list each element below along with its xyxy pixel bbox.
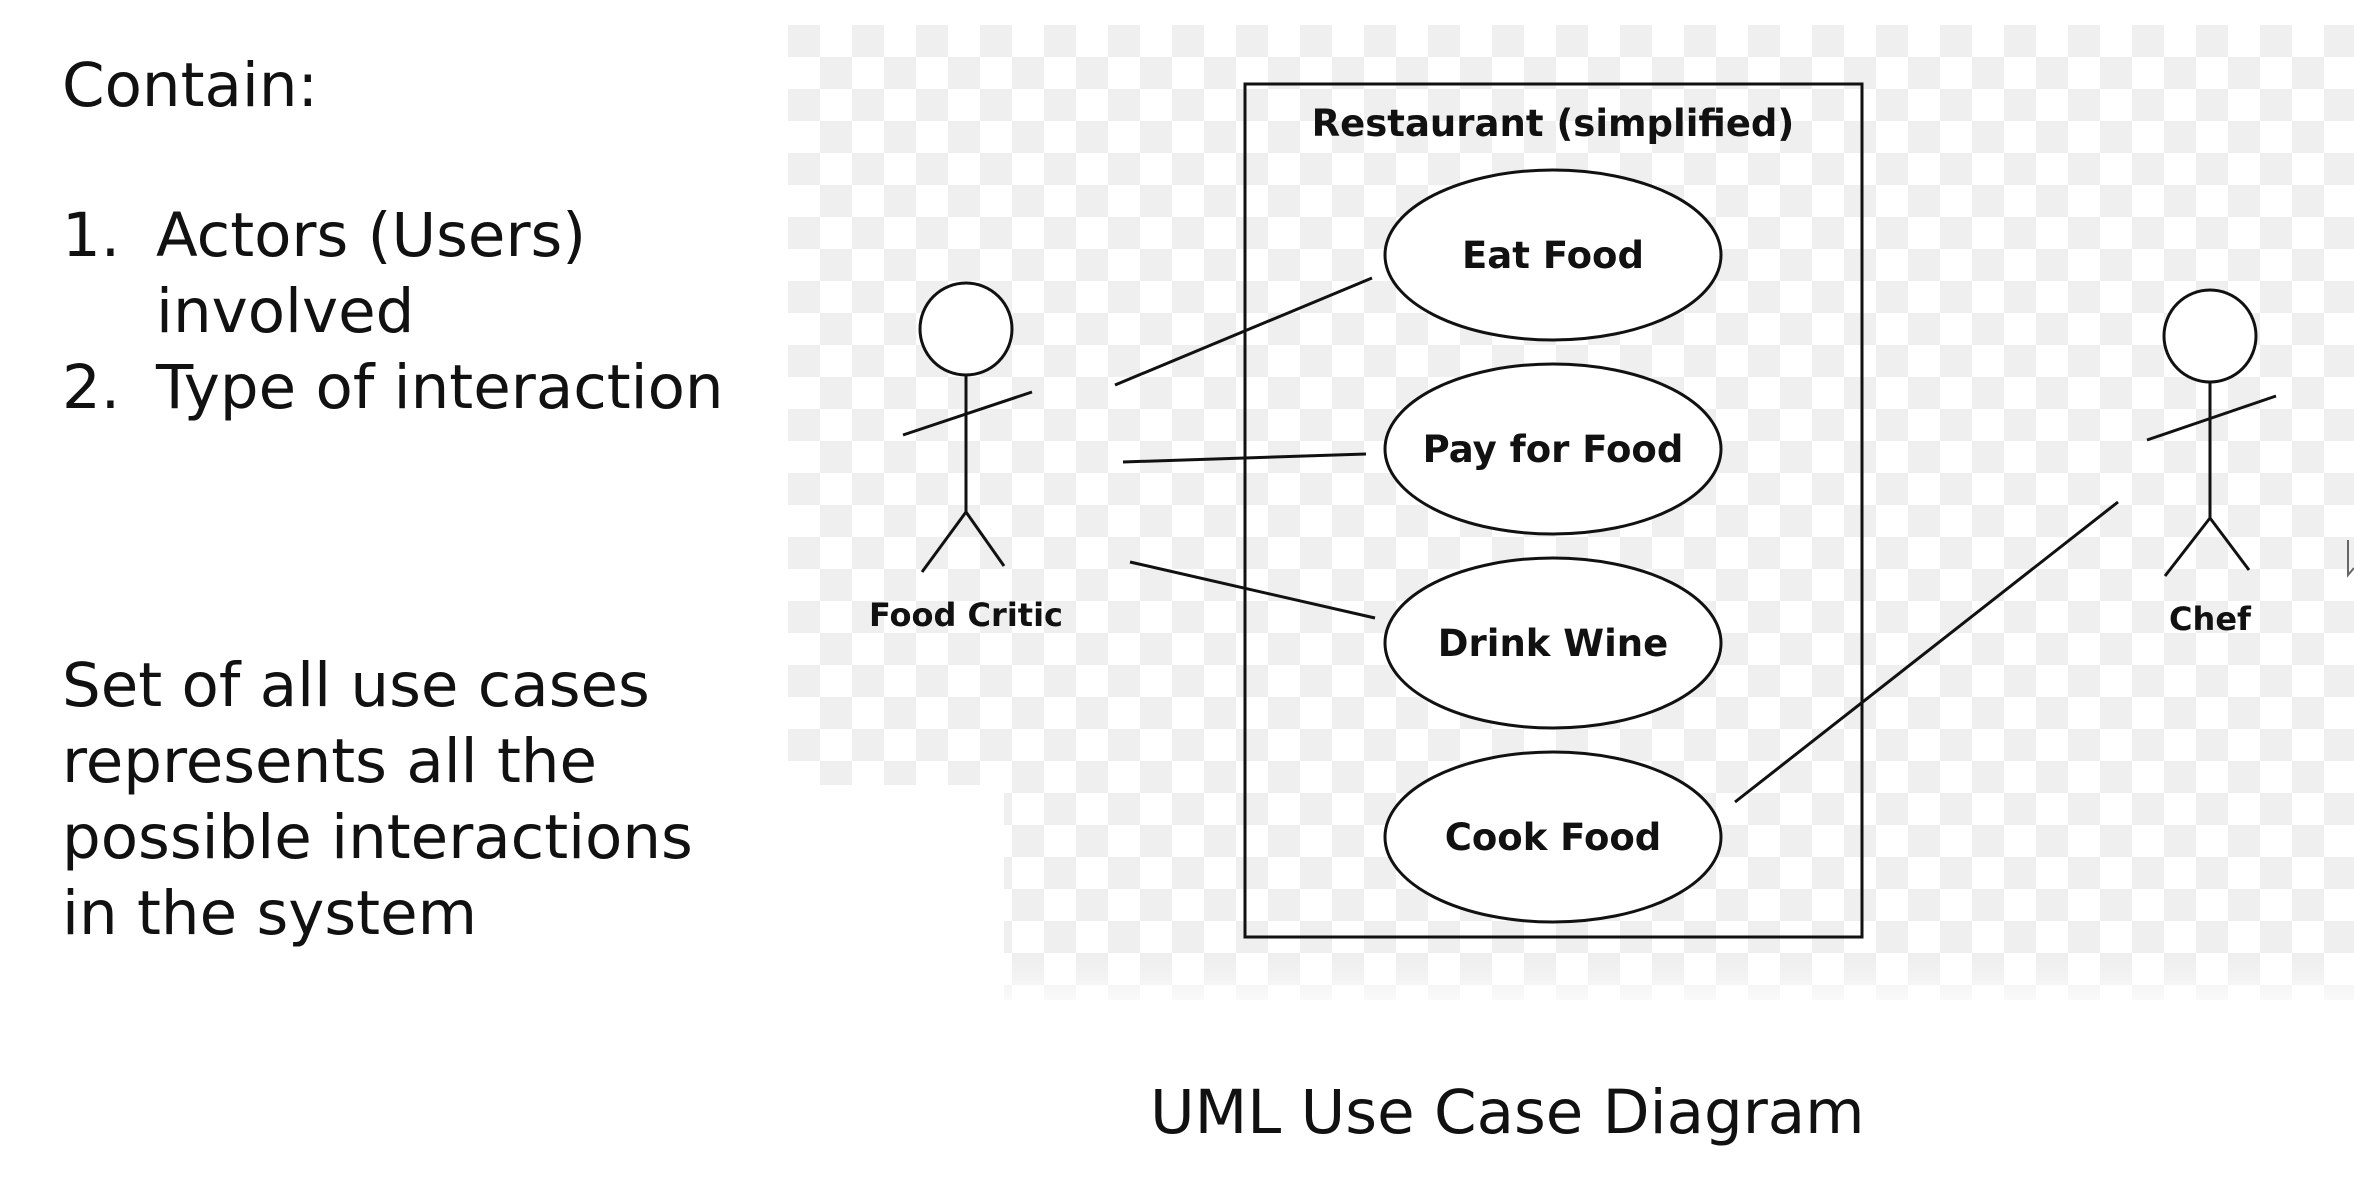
association-pay-for-food xyxy=(1122,452,1367,464)
actor-head-icon xyxy=(918,281,1014,377)
actor-chef xyxy=(2146,288,2277,577)
use-case-label: Eat Food xyxy=(1462,234,1644,277)
contain-heading: Contain: xyxy=(62,50,319,121)
cursor-icon xyxy=(2347,540,2354,578)
list-item: 2. Type of interaction xyxy=(62,350,762,426)
actor-label-chef: Chef xyxy=(2169,600,2252,638)
system-boundary xyxy=(1243,82,1864,939)
use-case-eat-food: Eat Food xyxy=(1383,168,1723,342)
use-case-drink-wine: Drink Wine xyxy=(1383,556,1723,730)
association-eat-food xyxy=(1114,276,1373,387)
associations xyxy=(1114,276,2119,804)
use-case-cook-food: Cook Food xyxy=(1383,750,1723,924)
diagram-caption: UML Use Case Diagram xyxy=(1150,1077,1865,1148)
association-cook-food xyxy=(1734,500,2119,804)
use-case-label: Pay for Food xyxy=(1423,428,1684,471)
actor-food-critic xyxy=(902,281,1033,573)
use-case-label: Cook Food xyxy=(1445,816,1662,859)
actor-head-icon xyxy=(2162,288,2258,384)
system-title: Restaurant (simplified) xyxy=(1312,102,1795,145)
association-drink-wine xyxy=(1129,560,1376,620)
list-number: 1. xyxy=(62,200,121,271)
actor-label-food-critic: Food Critic xyxy=(869,596,1063,634)
contain-list: 1. Actors (Users) involved 2. Type of in… xyxy=(62,198,762,426)
list-number: 2. xyxy=(62,352,121,423)
list-text: Type of interaction xyxy=(156,352,724,423)
list-text: Actors (Users) involved xyxy=(156,200,587,347)
use-case-pay-for-food: Pay for Food xyxy=(1383,362,1723,536)
use-case-label: Drink Wine xyxy=(1438,622,1668,665)
summary-text: Set of all use cases represents all the … xyxy=(62,650,693,949)
list-item: 1. Actors (Users) involved xyxy=(62,198,762,350)
